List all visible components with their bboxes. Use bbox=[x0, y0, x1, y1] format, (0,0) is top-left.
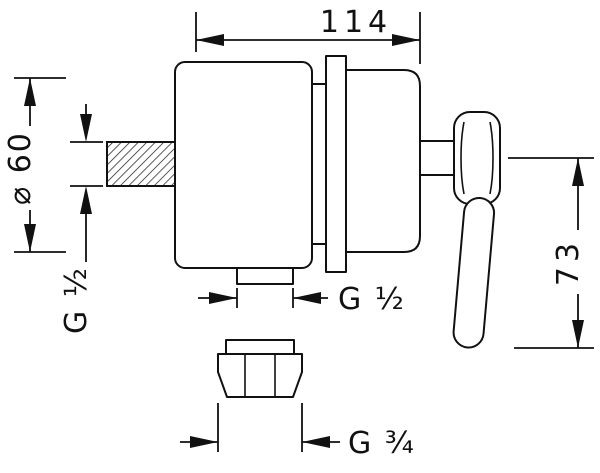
flange-plate bbox=[325, 55, 347, 273]
arrowhead-right bbox=[392, 34, 420, 46]
dim-lever-length-label: 73 bbox=[551, 238, 586, 286]
dim-nut-thread-label: G ¾ bbox=[348, 426, 416, 461]
dim-outlet-thread: G ½ bbox=[198, 282, 406, 317]
handle-stem bbox=[419, 140, 457, 176]
hex-nut bbox=[217, 353, 303, 398]
outlet-stub bbox=[236, 267, 294, 285]
arrowhead-up bbox=[24, 78, 36, 106]
arrowhead-up bbox=[572, 158, 584, 186]
arrowhead-right bbox=[190, 436, 218, 448]
arrowhead-left bbox=[196, 34, 224, 46]
arrowhead-right bbox=[209, 292, 237, 304]
dim-width: 114 bbox=[195, 5, 421, 64]
dim-outlet-thread-label: G ½ bbox=[338, 282, 406, 317]
valve-assembly bbox=[106, 55, 501, 398]
arrowhead-left bbox=[293, 292, 321, 304]
arrowhead-down bbox=[572, 320, 584, 348]
neck-ring bbox=[311, 83, 327, 245]
handle-hub-contour-left bbox=[460, 121, 465, 195]
dim-inlet-thread: G ½ bbox=[59, 104, 103, 334]
inlet-thread-nipple bbox=[106, 141, 176, 187]
dim-lever-length: 73 bbox=[508, 157, 594, 349]
escutcheon bbox=[345, 69, 421, 253]
lever-handle bbox=[452, 196, 496, 349]
nut-collar bbox=[225, 339, 295, 355]
dim-diameter: ⌀ 60 bbox=[3, 77, 66, 253]
handle-hub-contour-right bbox=[489, 121, 494, 195]
dim-inlet-thread-label: G ½ bbox=[59, 266, 94, 334]
arrowhead-up bbox=[80, 186, 92, 214]
arrowhead-left bbox=[302, 436, 330, 448]
dim-diameter-label: ⌀ 60 bbox=[3, 131, 38, 205]
arrowhead-down bbox=[24, 224, 36, 252]
dim-nut-thread: G ¾ bbox=[180, 403, 416, 461]
dim-width-label: 114 bbox=[320, 5, 392, 40]
arrowhead-down bbox=[80, 114, 92, 142]
valve-body bbox=[174, 61, 313, 269]
